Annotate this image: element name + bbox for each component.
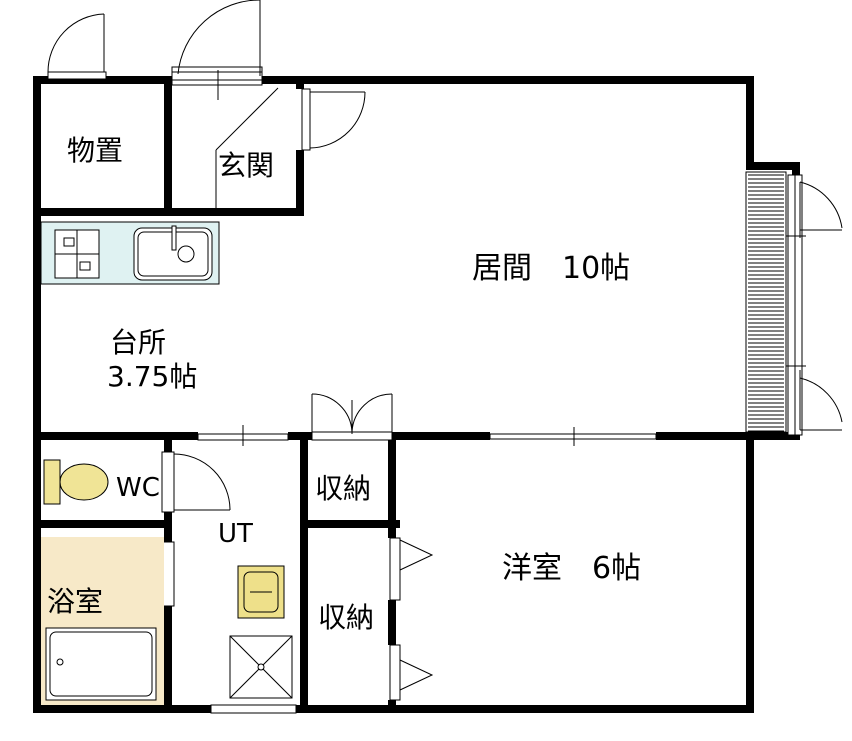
- label-wc: WC: [116, 473, 160, 503]
- toilet: [43, 459, 109, 505]
- label-closet-a: 収納: [315, 472, 371, 505]
- closet-double-door: [311, 393, 393, 441]
- balcony-door: [786, 174, 843, 436]
- doors: [47, 0, 843, 714]
- western-sliding-door: [489, 427, 657, 446]
- wc-door: [161, 451, 231, 513]
- label-ut: UT: [218, 519, 253, 549]
- living-door: [301, 88, 366, 151]
- label-entrance: 玄関: [218, 149, 274, 182]
- label-closet-b: 収納: [318, 601, 374, 634]
- bath-area: [41, 537, 164, 705]
- washbasin: [237, 565, 285, 619]
- room-labels: 物置 玄関 居間 10帖 台所 3.75帖 WC UT 収納 収納 浴室 洋室 …: [47, 134, 641, 634]
- balcony: [745, 171, 787, 433]
- label-kitchen: 台所: [110, 326, 166, 359]
- entrance-door: [171, 0, 279, 208]
- washer-pan: [229, 635, 293, 699]
- interior-walls: [33, 76, 754, 713]
- storage-door: [47, 13, 107, 80]
- kitchen-counter: [40, 221, 220, 285]
- bottom-window: [210, 704, 297, 714]
- label-kitchen-size: 3.75帖: [107, 360, 197, 393]
- label-storage: 物置: [67, 134, 123, 167]
- label-living: 居間 10帖: [472, 251, 630, 286]
- ut-sliding-door: [197, 425, 289, 446]
- label-western: 洋室 6帖: [502, 551, 641, 586]
- label-bath: 浴室: [47, 585, 103, 618]
- closet-folding-door: [389, 537, 434, 701]
